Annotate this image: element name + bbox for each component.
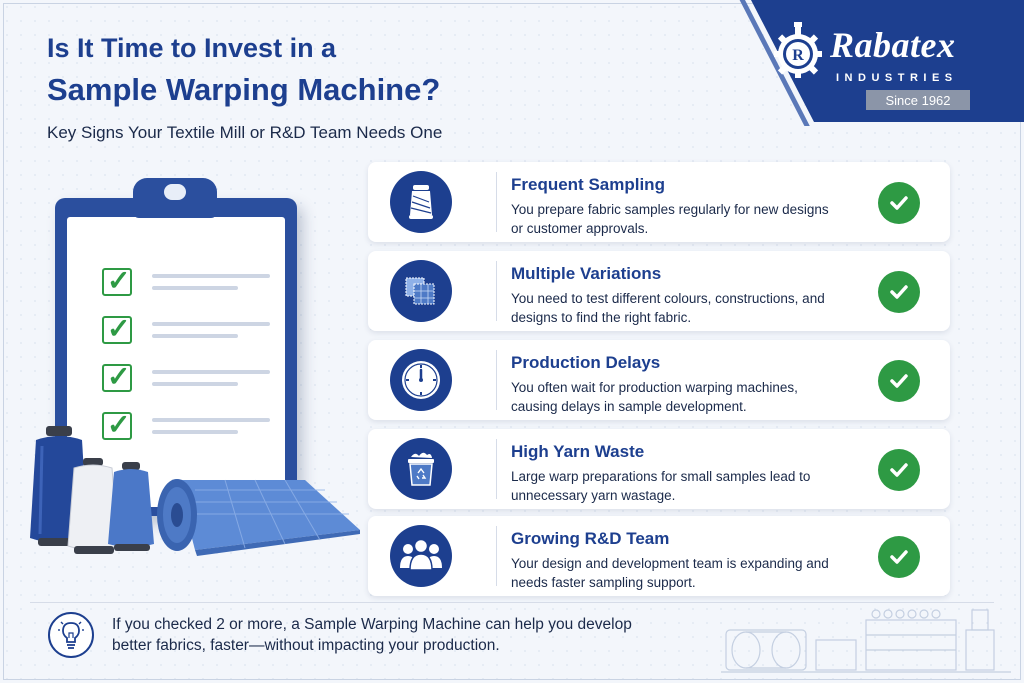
card-title: Production Delays xyxy=(511,353,661,372)
sign-card-frequent-sampling: Frequent Sampling You prepare fabric sam… xyxy=(368,162,950,242)
checkbox-icon: ✓ xyxy=(102,361,132,392)
card-title: Multiple Variations xyxy=(511,264,662,283)
page-frame xyxy=(3,3,1021,680)
brand-since-badge: Since 1962 xyxy=(866,90,970,110)
brand-name: Rabatex xyxy=(830,25,956,65)
card-title: High Yarn Waste xyxy=(511,442,645,461)
card-description: You often wait for production warping ma… xyxy=(511,380,798,414)
yarn-spools-icon xyxy=(30,426,154,554)
footer-message: If you checked 2 or more, a Sample Warpi… xyxy=(112,616,632,654)
checklist-item: ✓ xyxy=(102,361,270,394)
check-circle-icon xyxy=(878,449,920,491)
warping-machine-sketch-icon xyxy=(721,609,1011,673)
card-divider xyxy=(496,350,497,410)
card-divider xyxy=(496,172,497,232)
sign-card-growing-rd-team: Growing R&D Team Your design and develop… xyxy=(368,516,950,596)
checklist-item: ✓ xyxy=(102,265,270,298)
check-circle-icon xyxy=(878,536,920,578)
checkbox-icon: ✓ xyxy=(102,265,132,296)
page-subtitle: Key Signs Your Textile Mill or R&D Team … xyxy=(47,123,443,142)
brand-logo: R Rabatex INDUSTRIES Since 1962 xyxy=(770,14,1010,114)
page-title-line1: Is It Time to Invest in a xyxy=(47,33,337,63)
check-circle-icon xyxy=(878,271,920,313)
checklist-item: ✓ xyxy=(102,409,270,442)
card-description: Large warp preparations for small sample… xyxy=(511,469,811,503)
fabric-roll-icon xyxy=(157,479,360,556)
lightbulb-icon xyxy=(48,612,94,658)
sign-card-high-yarn-waste: High Yarn Waste Large warp preparations … xyxy=(368,429,950,509)
clipboard-clip-hole xyxy=(164,184,186,200)
clock-icon xyxy=(390,349,452,411)
team-icon xyxy=(390,525,452,587)
card-description: Your design and development team is expa… xyxy=(511,556,829,590)
page-title-line2: Sample Warping Machine? xyxy=(47,72,441,107)
fabric-swatches-icon xyxy=(390,260,452,322)
check-circle-icon xyxy=(878,182,920,224)
sign-card-multiple-variations: Multiple Variations You need to test dif… xyxy=(368,251,950,331)
card-divider xyxy=(496,261,497,321)
brand-subtitle: INDUSTRIES xyxy=(836,72,958,84)
sign-card-production-delays: Production Delays You often wait for pro… xyxy=(368,340,950,420)
gear-logo-icon: R xyxy=(774,22,822,78)
card-description: You need to test different colours, cons… xyxy=(511,291,825,325)
card-divider xyxy=(496,439,497,499)
recycle-bin-icon xyxy=(390,438,452,500)
svg-text:R: R xyxy=(792,47,804,64)
checkbox-icon: ✓ xyxy=(102,313,132,344)
checkbox-icon: ✓ xyxy=(102,409,132,440)
card-title: Growing R&D Team xyxy=(511,529,670,548)
thread-spool-icon xyxy=(390,171,452,233)
card-divider xyxy=(496,526,497,586)
card-description: You prepare fabric samples regularly for… xyxy=(511,202,829,236)
footer-divider xyxy=(30,602,994,603)
clipboard-paper xyxy=(67,217,285,507)
card-title: Frequent Sampling xyxy=(511,175,665,194)
check-circle-icon xyxy=(878,360,920,402)
checklist-item: ✓ xyxy=(102,313,270,346)
